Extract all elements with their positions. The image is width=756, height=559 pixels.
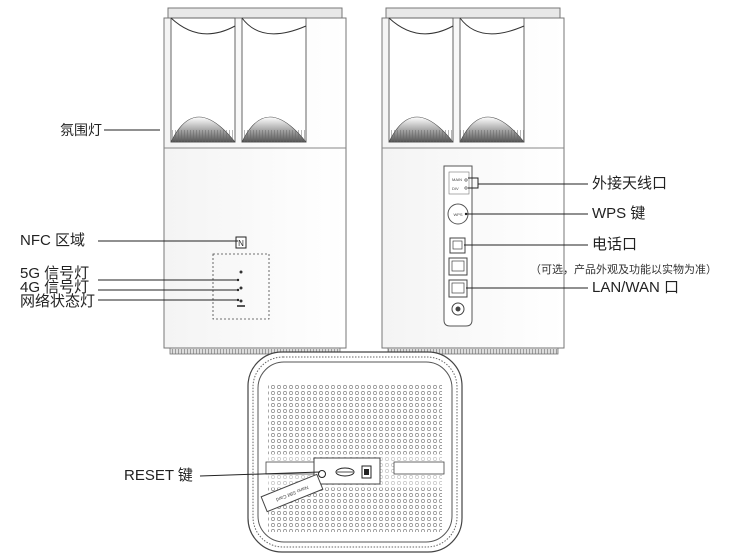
svg-text:WPS: WPS	[453, 212, 462, 217]
phone-port-note: （可选，产品外观及功能以实物为准）	[530, 264, 717, 276]
back-speaker-grille	[382, 17, 564, 149]
5g-signal-label: 5G 信号灯	[20, 265, 90, 282]
sim-card-slot	[313, 457, 381, 485]
phone-port	[449, 237, 466, 254]
network-status-label: 网络状态灯	[20, 293, 96, 310]
svg-text:N: N	[238, 239, 244, 248]
wps-key-label: WPS 键	[592, 205, 646, 222]
antenna-port: MAIN DIV	[448, 171, 470, 195]
front-router: N	[163, 7, 347, 355]
sim-card: Nano SIM Card	[260, 473, 324, 513]
4g-indicator-light	[239, 286, 243, 290]
indicator-area	[212, 253, 270, 320]
network-status-light	[239, 299, 243, 303]
svg-text:DIV: DIV	[452, 186, 459, 191]
phone-port-label: 电话口	[592, 236, 638, 253]
svg-text:MAIN: MAIN	[452, 177, 462, 182]
ambient-light-label: 氛围灯	[60, 122, 102, 138]
external-antenna-label: 外接天线口	[592, 175, 668, 192]
front-speaker-grille	[164, 17, 346, 149]
5g-indicator-light	[239, 270, 243, 274]
lan-wan-port-label: LAN/WAN 口	[592, 279, 679, 296]
nfc-icon: N	[235, 236, 247, 249]
leader-lines	[98, 129, 588, 477]
bottom-router: Nano SIM Card	[247, 351, 463, 553]
reset-key-label: RESET 键	[124, 467, 193, 484]
back-router: MAIN DIV WPS	[381, 7, 565, 355]
nfc-area-label: NFC 区域	[20, 232, 85, 249]
4g-signal-label: 4G 信号灯	[20, 279, 90, 296]
reset-hole	[318, 470, 326, 478]
